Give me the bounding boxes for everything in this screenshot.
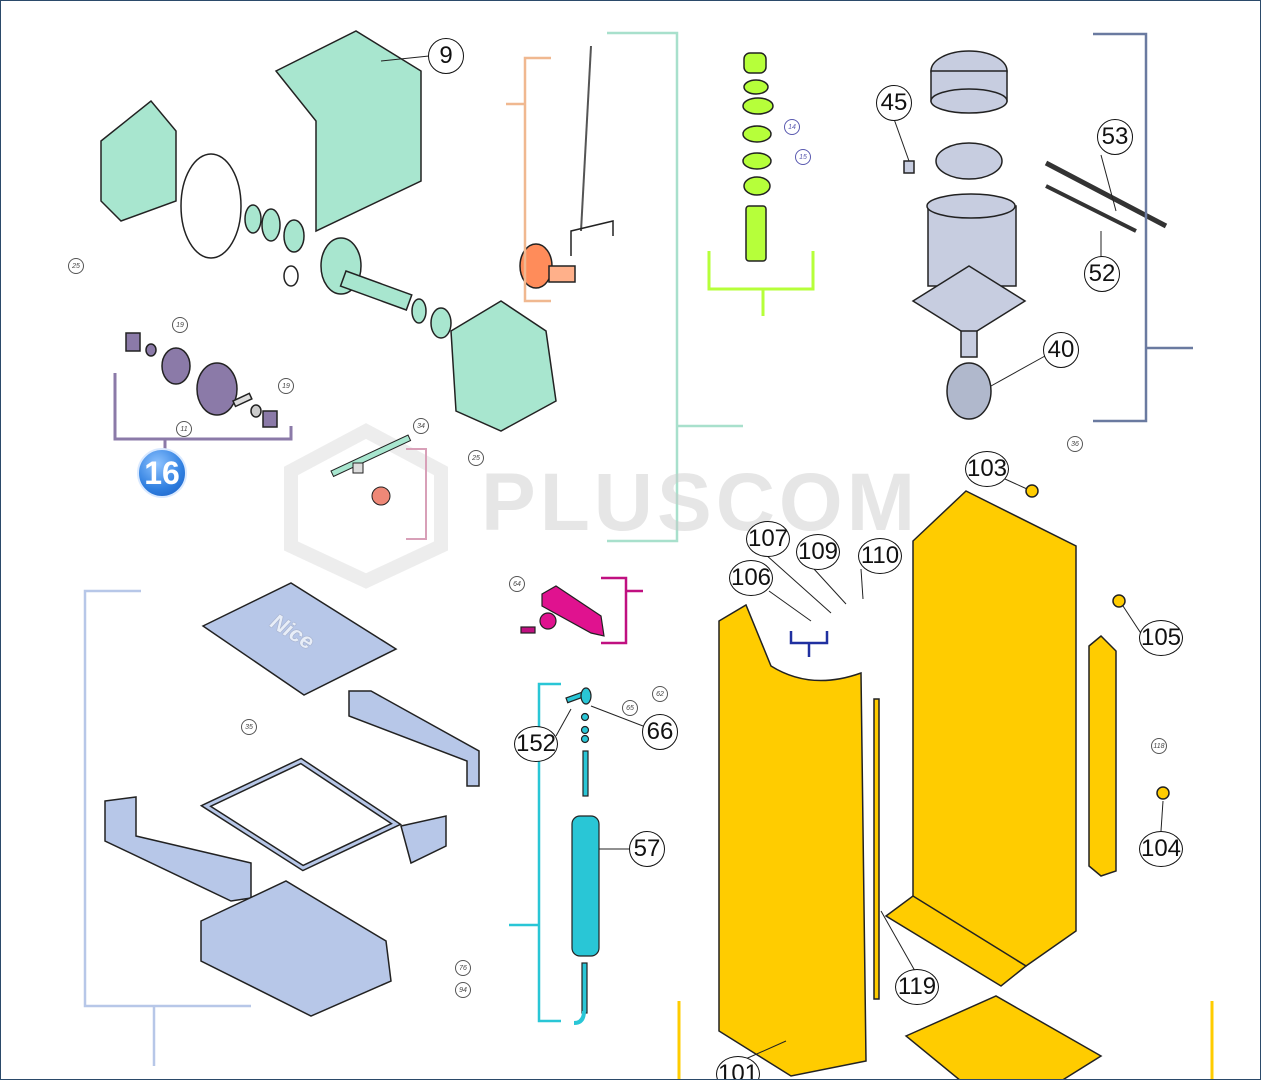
callout-25-b[interactable]: 25 [468, 450, 484, 466]
column-group [718, 484, 1170, 1079]
callout-14[interactable]: 14 [784, 119, 800, 135]
bracket-lever [523, 56, 551, 303]
callout-109[interactable]: 109 [796, 534, 840, 570]
watermark-logo [284, 423, 448, 589]
bracket-pinion [406, 448, 427, 540]
callout-45[interactable]: 45 [876, 85, 912, 121]
callout-118[interactable]: 118 [1151, 738, 1167, 754]
callout-94[interactable]: 94 [455, 982, 471, 998]
bracket-spring [707, 251, 815, 291]
callout-110[interactable]: 110 [858, 538, 902, 574]
lever-group [519, 45, 614, 289]
callout-15[interactable]: 15 [795, 149, 811, 165]
bracket-cover [83, 589, 251, 1008]
callout-25[interactable]: 25 [68, 258, 84, 274]
cover-group [104, 582, 480, 1017]
callout-105[interactable]: 105 [1139, 620, 1183, 656]
callout-66[interactable]: 66 [642, 714, 678, 750]
callout-106[interactable]: 106 [729, 560, 773, 596]
callout-11[interactable]: 11 [176, 421, 192, 437]
callout-9[interactable]: 9 [428, 38, 464, 74]
pinion-group [330, 434, 412, 506]
callout-57[interactable]: 57 [629, 831, 665, 867]
callout-19-b[interactable]: 19 [278, 378, 294, 394]
motor-unit [903, 50, 1168, 420]
callout-34[interactable]: 34 [413, 418, 429, 434]
cylinder-group [565, 687, 600, 1025]
callout-104[interactable]: 104 [1139, 831, 1183, 867]
callout-65[interactable]: 65 [622, 700, 638, 716]
bracket-bolt [789, 631, 829, 645]
group-badge[interactable]: 16 [137, 448, 187, 498]
spring-kit [742, 52, 774, 262]
bracket-motor-unit [1093, 32, 1148, 423]
callout-119[interactable]: 119 [895, 969, 939, 1005]
gearbox-plate [100, 30, 557, 432]
watermark-text: PLUSCOM [481, 457, 919, 548]
callout-152[interactable]: 152 [514, 726, 558, 762]
callout-53[interactable]: 53 [1097, 119, 1133, 155]
callout-103[interactable]: 103 [965, 451, 1009, 487]
callout-76[interactable]: 76 [455, 960, 471, 976]
motor-gear-group [125, 332, 278, 428]
bracket-motor-group [113, 373, 293, 441]
callout-35[interactable]: 35 [241, 719, 257, 735]
bracket-arm [601, 576, 628, 645]
callout-62[interactable]: 62 [652, 686, 668, 702]
callout-52[interactable]: 52 [1084, 256, 1120, 292]
callout-101[interactable]: 101 [716, 1056, 760, 1079]
callout-64[interactable]: 64 [509, 576, 525, 592]
bracket-gearbox [607, 31, 679, 543]
callout-19[interactable]: 19 [172, 317, 188, 333]
callout-40[interactable]: 40 [1043, 332, 1079, 368]
callout-36[interactable]: 36 [1067, 436, 1083, 452]
callout-107[interactable]: 107 [746, 521, 790, 557]
arm-group [520, 585, 605, 637]
bracket-cylinder [537, 682, 561, 1023]
